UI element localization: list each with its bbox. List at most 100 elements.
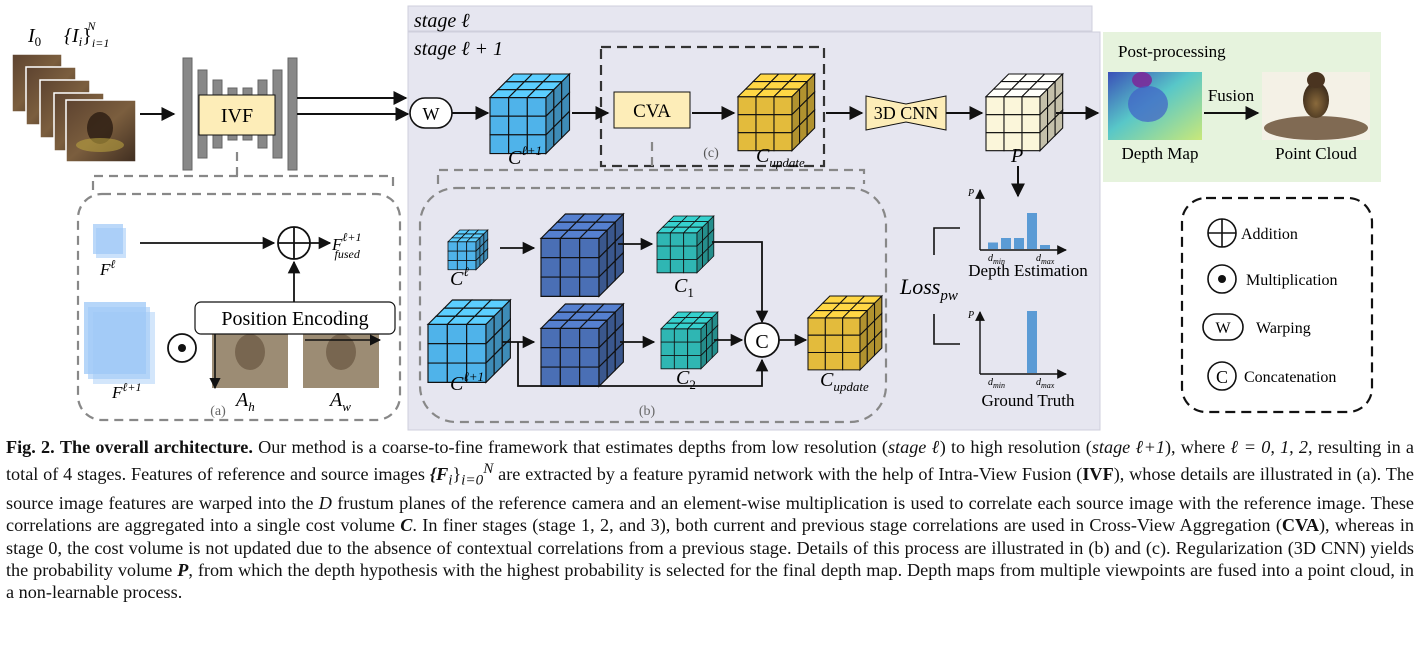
- c1-label: C1: [674, 275, 694, 300]
- caption-math2-close: }: [452, 464, 462, 485]
- caption-cva: CVA: [1281, 515, 1319, 536]
- b-proj2-cube: [539, 302, 625, 388]
- cnn3d-label: 3D CNN: [874, 103, 939, 123]
- caption-math3: D: [318, 493, 332, 514]
- c2-label: C2: [676, 367, 696, 392]
- ground-truth-bar: [1027, 311, 1037, 373]
- caption-stage-b: stage ℓ+1: [1091, 437, 1165, 457]
- legend-warping: Warping: [1256, 320, 1311, 337]
- position-encoding-label: Position Encoding: [221, 308, 368, 330]
- feature-f-l: [93, 224, 126, 258]
- legend-multiplication: Multiplication: [1246, 272, 1338, 289]
- b-c2-cube: [660, 311, 719, 370]
- caption-math2: {F: [429, 464, 449, 485]
- caption-seg8: . In finer stages (stage 1, 2, and 3), b…: [412, 515, 1282, 536]
- legend-addition: Addition: [1241, 226, 1298, 243]
- updated-cost-volume-cube: [736, 72, 816, 152]
- post-processing-title: Post-processing: [1118, 42, 1226, 61]
- loss-label: Losspw: [899, 274, 958, 304]
- cva-detail-panel: [418, 186, 888, 424]
- c-l1-label: Cℓ+1: [508, 143, 542, 169]
- probability-volume-cube: [984, 72, 1064, 152]
- input-image-stack: [11, 53, 137, 163]
- c1-to-concat-line: [712, 241, 769, 324]
- legend-multiplication-icon: [1207, 264, 1237, 294]
- depth-map-label: Depth Map: [1122, 144, 1199, 163]
- a-detail-label: (a): [210, 404, 226, 419]
- estimation-chart: P dmin dmax: [967, 188, 1067, 266]
- stage-l1-label: stage ℓ + 1: [414, 38, 503, 60]
- legend-concat-glyph: C: [1216, 367, 1228, 387]
- caption-stage-a: stage ℓ: [887, 437, 940, 457]
- c-update-label: Cupdate: [756, 145, 805, 170]
- ah-label: Ah: [234, 389, 255, 414]
- legend-addition-icon: [1207, 218, 1237, 248]
- ground-truth-label: Ground Truth: [981, 391, 1075, 410]
- caption-math4: C: [400, 515, 413, 536]
- figure-caption: Fig. 2. The overall architecture. Our me…: [6, 436, 1414, 603]
- architecture-figure: stage ℓ stage ℓ + 1 I0 {Ii}i=1N IVF W Cℓ…: [11, 5, 1381, 431]
- b-cl-cube: [447, 229, 489, 271]
- c-detail-label: (c): [703, 146, 719, 161]
- caption-seg9: ), whereas in stage 0, the cost volume i…: [6, 515, 1414, 580]
- ivf-zoom-connector: [91, 152, 395, 190]
- warp-label: W: [423, 104, 440, 124]
- caption-seg1: Our method is a coarse-to-fine framework…: [258, 437, 888, 457]
- fusion-label: Fusion: [1208, 86, 1255, 105]
- b-detail-label: (b): [639, 404, 656, 419]
- caption-seg6: ), whose details are illustrated in (a).…: [6, 464, 1414, 514]
- b-c1-cube: [656, 215, 715, 274]
- input-i0-label: I0: [27, 25, 41, 49]
- caption-seg2: ) to high resolution (: [939, 437, 1092, 457]
- loss-bracket: [933, 227, 960, 345]
- stage-l-panel: [407, 5, 1093, 32]
- skip-to-concat-line: [517, 342, 769, 387]
- cva-box: [613, 91, 691, 129]
- point-cloud-label: Point Cloud: [1275, 144, 1357, 163]
- caption-seg3: ), where: [1165, 437, 1231, 457]
- f-l1-label: Fℓ+1: [111, 380, 142, 402]
- b-c-update-label: Cupdate: [820, 369, 869, 394]
- est-dmax: dmax: [1036, 253, 1055, 266]
- depth-estimation-label: Depth Estimation: [968, 261, 1088, 280]
- est-axis-p: P: [967, 188, 974, 199]
- estimation-bar: [1040, 245, 1050, 249]
- b-cupdate-cube: [806, 294, 884, 372]
- caption-math2-sub: i: [448, 471, 453, 489]
- feature-f-l1: [84, 302, 155, 384]
- ivf-box: [198, 94, 276, 136]
- legend-warp-glyph: W: [1215, 320, 1231, 337]
- estimation-bar: [1027, 213, 1037, 249]
- caption-fig: Fig. 2.: [6, 437, 55, 457]
- stage-l-label: stage ℓ: [414, 10, 470, 32]
- caption-ivf: IVF: [1082, 464, 1114, 485]
- gt-dmin: dmin: [988, 377, 1005, 390]
- multiply-op: [167, 333, 197, 363]
- input-ii-label: {Ii}i=1N: [64, 19, 109, 50]
- b-cl1-cube: [426, 298, 512, 384]
- add-op: [277, 226, 311, 260]
- gt-axis-p: P: [967, 310, 974, 321]
- cube-layer: [426, 72, 1064, 388]
- p-label: P: [1010, 145, 1023, 167]
- estimation-bar: [988, 242, 998, 249]
- caption-seg7: frustum planes of the reference camera a…: [6, 493, 1415, 536]
- caption-math1: ℓ = 0, 1, 2: [1230, 437, 1309, 457]
- legend-concatenation: Concatenation: [1244, 369, 1336, 386]
- gt-dmax: dmax: [1036, 377, 1055, 390]
- b-c-l-label: Cℓ: [450, 264, 469, 290]
- cva-zoom-connector: [436, 142, 866, 184]
- est-dmin: dmin: [988, 253, 1005, 266]
- caption-seg10: , from which the depth hypothesis with t…: [6, 559, 1414, 602]
- caption-seg5: are extracted by a feature pyramid netwo…: [493, 464, 1083, 485]
- concat-op-label: C: [755, 331, 768, 353]
- legend-concat-icon: [1207, 361, 1237, 391]
- b-proj1-cube: [539, 212, 625, 298]
- ivf-detail-box: [76, 192, 402, 422]
- f-l-label: Fℓ: [99, 257, 115, 279]
- caption-math2-sup: N: [483, 460, 494, 478]
- estimation-bar: [1001, 238, 1011, 249]
- cva-label: CVA: [633, 101, 671, 122]
- position-encoding-box: [194, 301, 396, 335]
